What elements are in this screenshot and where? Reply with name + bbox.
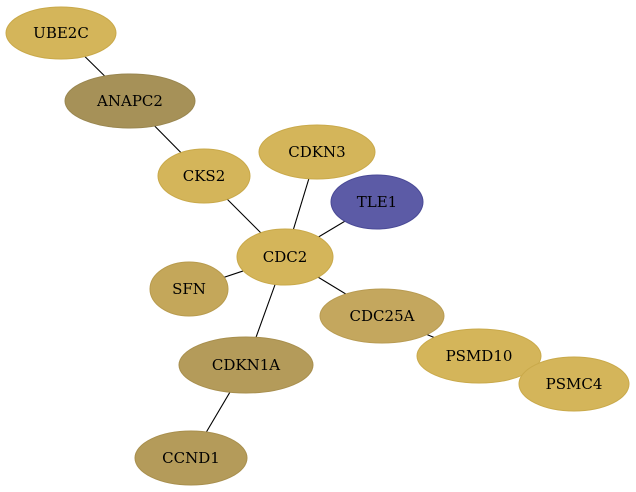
node-shape-cks2[interactable]	[157, 148, 251, 204]
node-label-sfn: SFN	[172, 280, 206, 298]
node-label-cdkn1a: CDKN1A	[212, 356, 280, 374]
node-shape-cdkn1a[interactable]	[178, 336, 314, 394]
node-shape-psmd10[interactable]	[416, 328, 542, 384]
node-label-anapc2: ANAPC2	[96, 92, 163, 110]
node-shape-ccnd1[interactable]	[134, 430, 248, 486]
node-label-cdc25a: CDC25A	[350, 307, 415, 325]
node-label-cdc2: CDC2	[263, 248, 308, 266]
node-shape-tle1[interactable]	[330, 174, 424, 230]
node-shape-sfn[interactable]	[149, 261, 229, 317]
node-shape-psmc4[interactable]	[518, 356, 630, 412]
node-anapc2[interactable]: ANAPC2	[64, 73, 196, 129]
node-ube2c[interactable]: UBE2C	[5, 6, 117, 60]
node-shape-anapc2[interactable]	[64, 73, 196, 129]
node-label-ube2c: UBE2C	[33, 24, 89, 42]
node-cdkn1a[interactable]: CDKN1A	[178, 336, 314, 394]
node-ccnd1[interactable]: CCND1	[134, 430, 248, 486]
node-sfn[interactable]: SFN	[149, 261, 229, 317]
node-cks2[interactable]: CKS2	[157, 148, 251, 204]
node-label-psmd10: PSMD10	[446, 347, 513, 365]
node-shape-cdkn3[interactable]	[258, 124, 376, 180]
node-shape-cdc2[interactable]	[236, 228, 334, 286]
node-psmc4[interactable]: PSMC4	[518, 356, 630, 412]
node-label-psmc4: PSMC4	[546, 375, 603, 393]
node-label-tle1: TLE1	[357, 193, 397, 211]
node-cdc2[interactable]: CDC2	[236, 228, 334, 286]
node-tle1[interactable]: TLE1	[330, 174, 424, 230]
node-psmd10[interactable]: PSMD10	[416, 328, 542, 384]
node-shape-cdc25a[interactable]	[319, 288, 445, 344]
node-label-cdkn3: CDKN3	[288, 143, 345, 161]
node-label-ccnd1: CCND1	[162, 449, 220, 467]
node-label-cks2: CKS2	[183, 167, 226, 185]
node-cdc25a[interactable]: CDC25A	[319, 288, 445, 344]
node-cdkn3[interactable]: CDKN3	[258, 124, 376, 180]
node-shape-ube2c[interactable]	[5, 6, 117, 60]
